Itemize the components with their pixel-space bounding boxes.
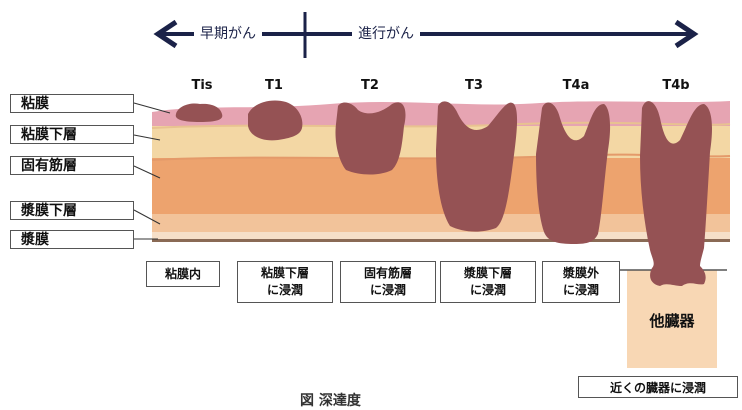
advanced-cancer-label: 進行がん	[352, 23, 420, 43]
stage-label-t4b: T4b	[662, 78, 689, 93]
stage-label-tis: Tis	[191, 78, 212, 93]
serosa-line	[152, 239, 730, 242]
invasion-text-t2-line1: 固有筋層	[341, 265, 435, 282]
subserosa-layer	[152, 214, 730, 234]
stage-label-t3: T3	[465, 78, 483, 93]
invasion-box-t4a: 漿膜外 に浸潤	[542, 261, 620, 303]
layer-label-subserosa: 漿膜下層	[10, 201, 134, 220]
tumor-tis	[176, 103, 223, 122]
layer-label-submucosa: 粘膜下層	[10, 125, 134, 144]
invasion-box-t1: 粘膜下層 に浸潤	[237, 261, 333, 303]
invasion-text-t1-line1: 粘膜下層	[238, 265, 332, 282]
layer-label-serosa: 漿膜	[10, 230, 134, 249]
other-organ-label: 他臓器	[627, 310, 717, 331]
tissue-illustration	[0, 0, 742, 400]
figure-caption: 図 深達度	[300, 390, 361, 410]
invasion-text-t1-line2: に浸潤	[238, 282, 332, 299]
invasion-box-t3: 漿膜下層 に浸潤	[440, 261, 536, 303]
early-cancer-label: 早期がん	[194, 23, 262, 43]
invasion-text-t3-line2: に浸潤	[441, 282, 535, 299]
stage-label-t4a: T4a	[563, 78, 590, 93]
layer-label-muscularis: 固有筋層	[10, 156, 134, 175]
nearby-organ-invasion-box: 近くの臓器に浸潤	[578, 376, 738, 398]
stage-label-t1: T1	[265, 78, 283, 93]
stage-label-t2: T2	[361, 78, 379, 93]
invasion-text-tis: 粘膜内	[147, 266, 219, 283]
invasion-text-t4a-line2: に浸潤	[543, 282, 619, 299]
invasion-box-tis: 粘膜内	[146, 261, 220, 287]
layer-label-mucosa: 粘膜	[10, 94, 134, 113]
invasion-text-t4a-line1: 漿膜外	[543, 265, 619, 282]
invasion-box-t2: 固有筋層 に浸潤	[340, 261, 436, 303]
invasion-text-t2-line2: に浸潤	[341, 282, 435, 299]
depth-diagram: 早期がん 進行がん 粘膜 粘膜下層 固有筋層 漿膜下層 漿膜 Tis T1 T2…	[0, 0, 742, 400]
invasion-text-t3-line1: 漿膜下層	[441, 265, 535, 282]
